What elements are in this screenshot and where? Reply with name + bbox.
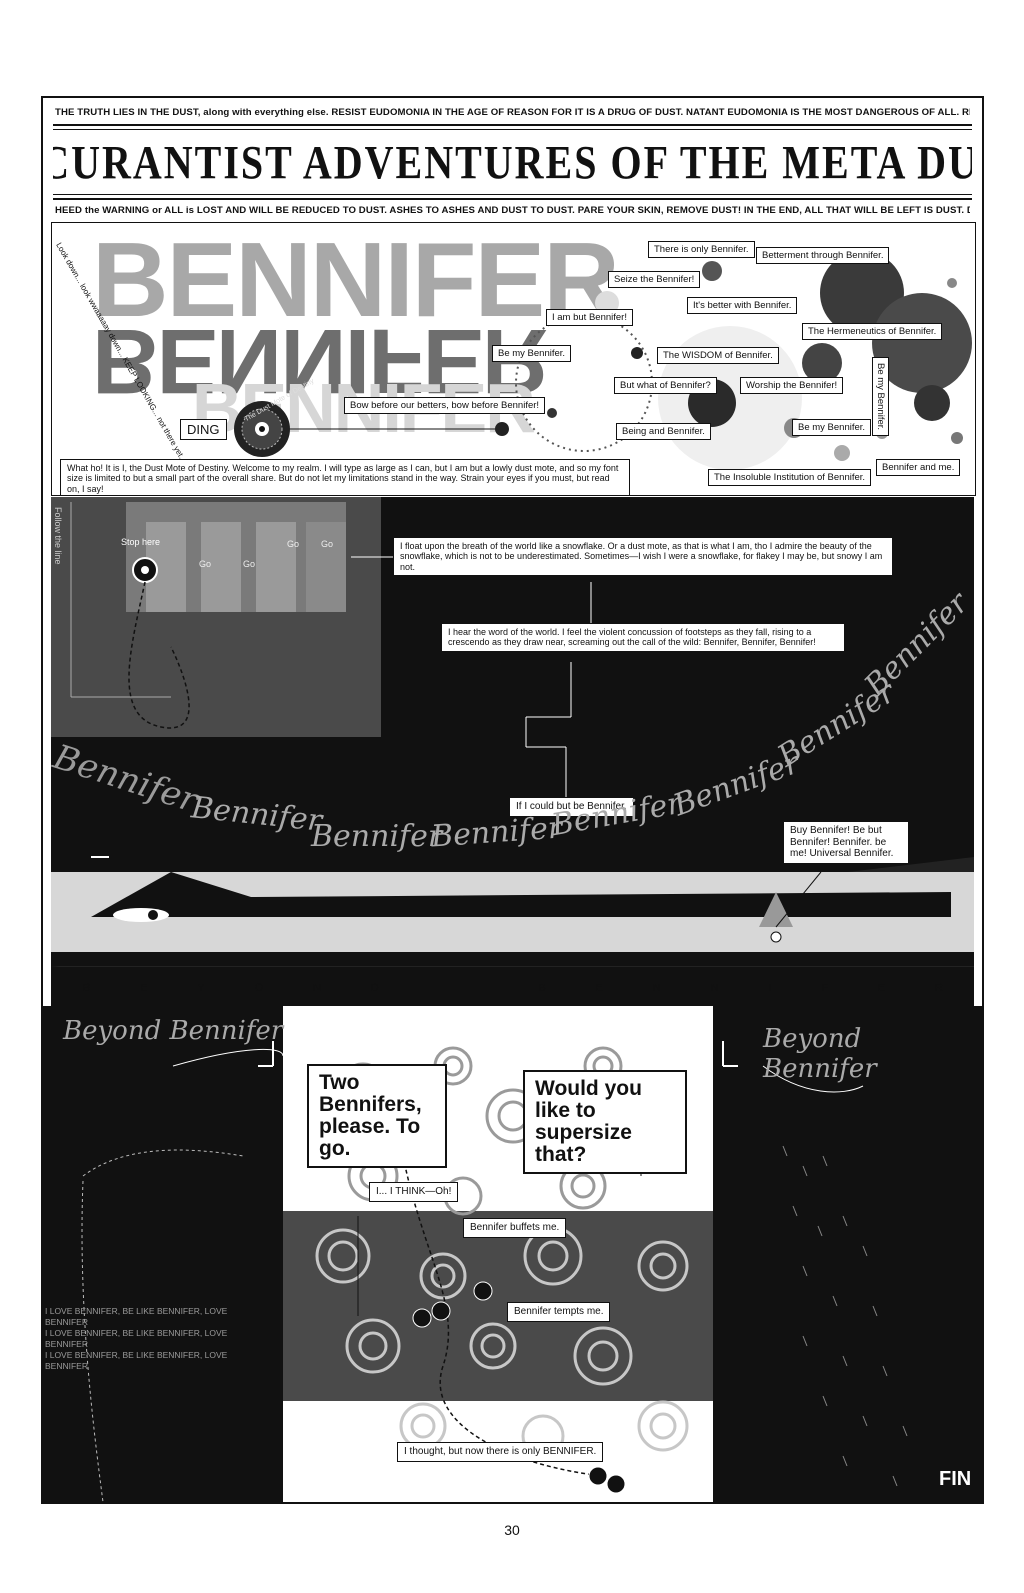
go-label-1: Go [199,559,212,569]
letter: B [538,982,546,994]
beyond-letter-row: B E Y O N D B E N N I F E R [83,982,943,994]
caption-thought: I thought, but now there is only BENNIFE… [397,1442,604,1462]
letter: I [768,982,772,994]
follow-line-label: Follow the line [53,507,63,565]
letter: F [821,982,829,994]
caption-better-with: It's better with Bennifer. [687,297,798,314]
letter [429,982,489,994]
intro-caption: What ho! It is I, the Dust Mote of Desti… [60,459,630,495]
caption-two-bennifers: Two Bennifers, please. To go. [307,1064,447,1169]
letter: N [710,982,719,994]
letter: E [595,982,603,994]
letter: N [312,982,321,994]
page-title: THE OBSCURANTIST ADVENTURES OF THE META … [53,138,972,188]
caption-betterment: Betterment through Bennifer. [756,247,890,264]
caption-buy: Buy Bennifer! Be but Bennifer! Bennifer.… [783,821,909,864]
stop-here-label: Stop here [121,537,161,547]
panel-bennifer-propaganda: BENNIFER BENNIFER BENNIFER [51,222,976,496]
letter: Y [197,982,205,994]
caption-think: I... I THINK—Oh! [369,1182,459,1202]
header-rule-2 [53,129,972,130]
caption-and-me: Bennifer and me. [876,459,961,476]
caption-buffets: Bennifer buffets me. [463,1218,567,1238]
caption-hermeneutics: The Hermeneutics of Bennifer. [802,323,943,340]
ding-caption: DING [180,419,227,440]
letter: D [370,982,379,994]
header-bottom-line: HEED the WARNING or ALL is LOST AND WILL… [55,205,970,216]
go-label-3: Go [287,539,300,549]
love-bennifer-lines: I LOVE BENNIFER, BE LIKE BENNIFER, LOVE … [45,1306,260,1372]
caption-bow: Bow before our betters, bow before Benni… [344,397,546,414]
header-top-line: THE TRUTH LIES IN THE DUST, along with e… [55,107,970,118]
caption-seize: Seize the Bennifer! [608,271,701,288]
page-number: 30 [504,1522,520,1538]
go-label-2: Go [243,559,256,569]
caption-worship: Worship the Bennifer! [740,377,844,394]
letter: B [83,982,91,994]
love-line: I LOVE BENNIFER, BE LIKE BENNIFER, LOVE … [45,1306,228,1328]
caption-but-what: But what of Bennifer? [614,377,717,394]
letter: E [140,982,148,994]
panel-beyond-bennifer: Beyond Bennifer Beyond Bennifer Two Benn… [43,1006,982,1502]
caption-be-my: Be my Bennifer. [492,345,572,362]
caption-hear: I hear the word of the world. I feel the… [441,623,845,652]
fin-label: FIN [939,1468,972,1490]
letter: O [254,982,264,994]
caption-wisdom: The WISDOM of Bennifer. [657,347,779,364]
header-rule-1 [53,124,972,126]
title-wrap: THE OBSCURANTIST ADVENTURES OF THE META … [53,138,972,188]
script-bennifer-3: Bennifer [311,819,443,854]
caption-tempts: Bennifer tempts me. [507,1302,611,1322]
caption-be-my-2: Be my Bennifer. [792,419,872,436]
love-line: I LOVE BENNIFER, BE LIKE BENNIFER, LOVE … [45,1350,228,1372]
comic-frame: THE TRUTH LIES IN THE DUST, along with e… [41,96,984,1504]
bennifer-big-word: BENNIFER [92,222,620,339]
letter: N [652,982,661,994]
caption-being: Being and Bennifer. [616,423,711,440]
beyond-bennifer-right: Beyond Bennifer [763,1024,877,1084]
panel-dust-journey: Follow the line Stop here Go Go Go Go I … [51,497,974,1057]
caption-am-but: I am but Bennifer! [546,309,633,326]
panel2-decor-svg [51,497,974,967]
header-rule-3 [53,194,972,195]
love-line: I LOVE BENNIFER, BE LIKE BENNIFER, LOVE … [45,1328,228,1350]
letter: R [935,982,943,994]
caption-be-my-vertical: Be my Bennifer. [872,357,889,437]
beyond-bennifer-left: Beyond Bennifer [63,1016,284,1046]
header-rule-4 [53,198,972,200]
caption-only-bennifer: There is only Bennifer. [648,241,755,258]
caption-supersize: Would you like to supersize that? [523,1070,687,1175]
caption-float: I float upon the breath of the world lik… [393,537,893,577]
caption-if-could: If I could but be Bennifer. [509,797,634,817]
letter: E [877,982,886,994]
caption-insoluble: The Insoluble Institution of Bennifer. [708,469,872,486]
go-label-4: Go [321,539,334,549]
